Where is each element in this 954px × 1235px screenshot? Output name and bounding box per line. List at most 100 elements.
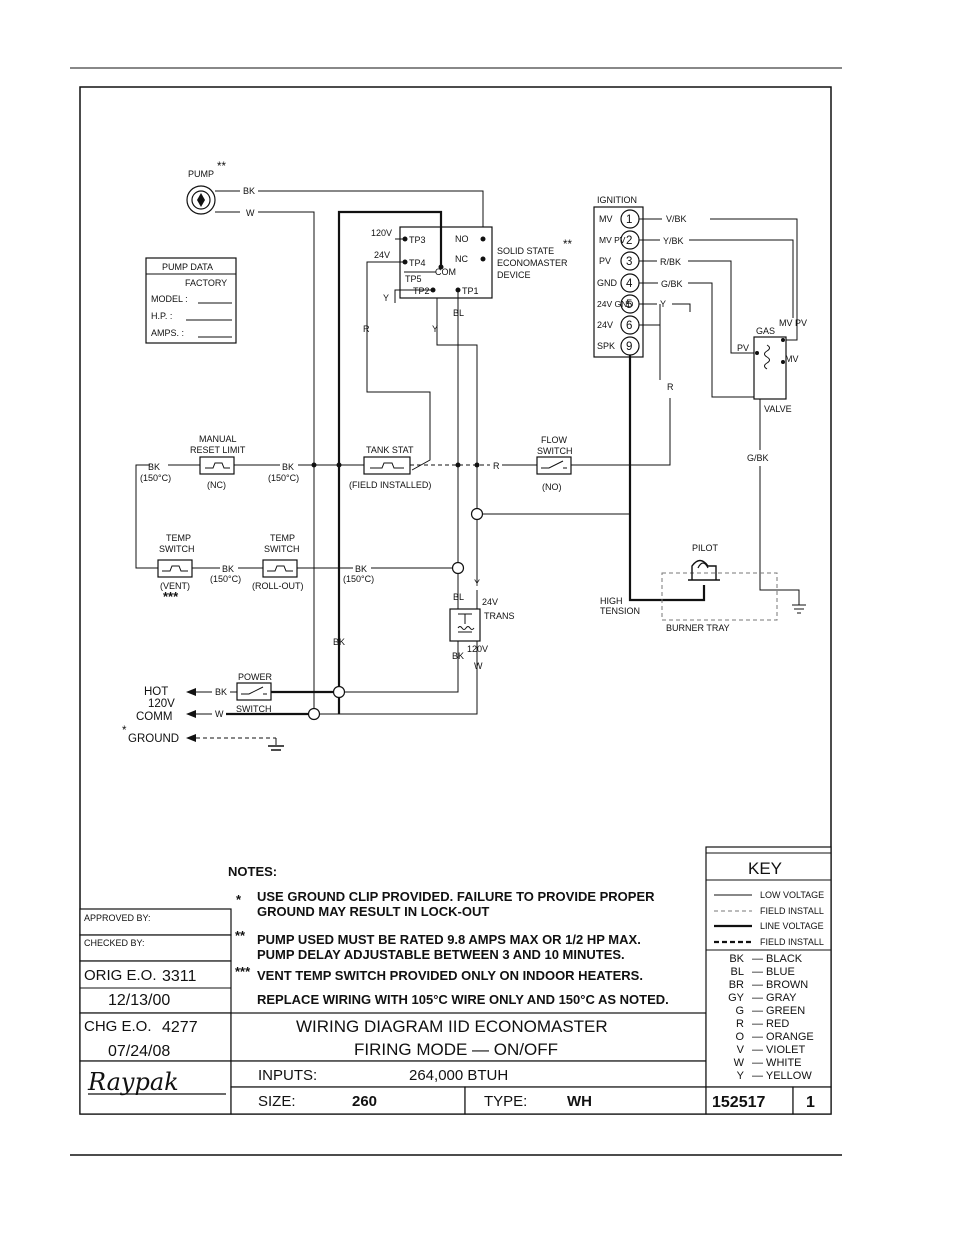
trans-y: Y: [474, 578, 480, 588]
econ-tp4: TP4: [409, 258, 426, 268]
econ-y-trans-wire: [436, 298, 478, 583]
note-4: REPLACE WIRING WITH 105°C WIRE ONLY AND …: [257, 992, 669, 1007]
pilot-ht-2: TENSION: [600, 606, 640, 616]
ign-pin-label-6: 24V: [597, 320, 613, 330]
key-color-name: — ORANGE: [752, 1031, 814, 1043]
title-line-2: FIRING MODE — ON/OFF: [354, 1040, 558, 1059]
key-color-name: — BLACK: [752, 953, 803, 965]
econ-tp1: TP1: [462, 286, 479, 296]
bk150-d-deg: (150°C): [343, 574, 374, 584]
note-1b: GROUND MAY RESULT IN LOCK-OUT: [257, 904, 489, 919]
pump-label: PUMP: [188, 169, 214, 179]
trans-120v: 120V: [467, 644, 488, 654]
comm-arrow-icon: [186, 710, 196, 718]
pump-data-amps: AMPS. :: [151, 328, 184, 338]
trans-bk2: BK: [333, 637, 345, 647]
trans-name: TRANS: [484, 611, 515, 621]
transformer-coil-icon: [457, 613, 475, 633]
econ-no: NO: [455, 234, 469, 244]
flow-r-label: R: [493, 461, 500, 471]
note-2b: PUMP DELAY ADJUSTABLE BETWEEN 3 AND 10 M…: [257, 947, 625, 962]
power-ground: GROUND: [128, 733, 179, 745]
pilot-label: PILOT: [692, 543, 719, 553]
manual-reset-l2: RESET LIMIT: [190, 445, 246, 455]
ign-wire-1: V/BK: [666, 214, 687, 224]
ign-pin-label-2: MV PV: [599, 235, 626, 245]
power-mark: *: [122, 725, 127, 737]
valve-pv: PV: [737, 343, 749, 353]
ign-pin-num-2: 2: [626, 235, 632, 247]
ign-pin-label-1: MV: [599, 214, 613, 224]
valve-gas: GAS: [756, 326, 775, 336]
valve-mv: MV: [785, 354, 799, 364]
key-color-code: BK: [729, 953, 744, 965]
pilot-icon: [688, 559, 720, 581]
ign-pin-num-1: 1: [626, 214, 632, 226]
key-color-code: G: [735, 1005, 744, 1017]
size-label: SIZE:: [258, 1093, 296, 1110]
pump-data-model: MODEL :: [151, 294, 188, 304]
title-block: [79, 908, 707, 1115]
approved-by: APPROVED BY:: [84, 913, 151, 923]
econ-y-wire: [394, 289, 433, 303]
key-line-3: LINE VOLTAGE: [760, 921, 824, 931]
econ-name-2: ECONOMASTER: [497, 258, 568, 268]
ign-mvpv-wire: [689, 239, 794, 318]
pilot-ht-1: HIGH: [600, 596, 623, 606]
key-color-name: — RED: [752, 1018, 789, 1030]
ign-pv-wire: [688, 260, 754, 354]
key-color-code: W: [734, 1057, 745, 1069]
burner-tray-outline: [661, 572, 778, 621]
ground-icon-supply: [268, 745, 284, 751]
ign-gnd-wire: [688, 282, 761, 450]
ign-pin-num-6: 6: [626, 320, 632, 332]
ign-r-to-flow-wire: [580, 398, 671, 466]
valve-label: VALVE: [764, 404, 792, 414]
note-1a: USE GROUND CLIP PROVIDED. FAILURE TO PRO…: [257, 889, 655, 904]
key-color-name: — BROWN: [752, 979, 808, 991]
temp-roll-l2: SWITCH: [264, 544, 300, 554]
key-color-name: — GRAY: [752, 992, 797, 1004]
econ-com: COM: [435, 267, 456, 277]
temp-roll-state: (ROLL-OUT): [252, 581, 304, 591]
econ-mark: **: [563, 239, 572, 251]
junction-node-y: [470, 507, 484, 521]
key-color-name: — BLUE: [752, 966, 795, 978]
key-color-name: — WHITE: [752, 1057, 802, 1069]
key-color-code: O: [735, 1031, 744, 1043]
key-color-code: R: [736, 1018, 744, 1030]
ign-pin-label-3: PV: [599, 256, 611, 266]
econ-bl: BL: [453, 308, 464, 318]
flow-switch-l1: FLOW: [541, 435, 568, 445]
bk150-b-bk: BK: [282, 462, 294, 472]
junction-node-bl: [451, 561, 465, 575]
pump-data-box: [145, 257, 237, 344]
pump-bk-wire: [258, 190, 484, 230]
ground-wire-valve: [759, 466, 800, 605]
tank-stat-note: (FIELD INSTALLED): [349, 480, 431, 490]
checked-by: CHECKED BY:: [84, 938, 145, 948]
bk150-a-deg: (150°C): [140, 473, 171, 483]
ign-pin-num-4: 4: [626, 278, 633, 290]
temp-vent-mark: ***: [163, 589, 179, 604]
ign-wire-2: Y/BK: [663, 236, 684, 246]
key-color-name: — YELLOW: [752, 1070, 812, 1082]
econ-tp3: TP3: [409, 235, 426, 245]
chg-eo-date: 07/24/08: [108, 1043, 170, 1060]
key-color-code: GY: [728, 992, 745, 1004]
ignition-title: IGNITION: [597, 195, 637, 205]
econ-y: Y: [383, 293, 389, 303]
type-value: WH: [567, 1093, 592, 1110]
temp-roll-l1: TEMP: [270, 533, 295, 543]
hot-arrow-icon: [186, 688, 196, 696]
valve-gbk: G/BK: [747, 453, 769, 463]
power-switch-label: SWITCH: [236, 704, 272, 714]
key-color-code: V: [737, 1044, 745, 1056]
trans-24v: 24V: [482, 597, 498, 607]
note-2a: PUMP USED MUST BE RATED 9.8 AMPS MAX OR …: [257, 932, 641, 947]
type-label: TYPE:: [484, 1093, 527, 1110]
temp-vent-l2: SWITCH: [159, 544, 195, 554]
power-120v: 120V: [148, 698, 175, 710]
junction-node-comm: [307, 707, 321, 721]
pump-symbol: [186, 185, 240, 215]
